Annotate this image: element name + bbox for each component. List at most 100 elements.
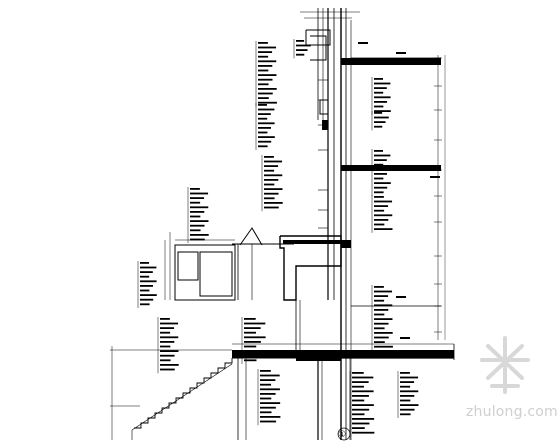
note-block-right (374, 125, 383, 128)
note-block-lower (244, 336, 266, 339)
note-block-far-left (140, 303, 150, 306)
note-block-lower (244, 345, 257, 348)
note-block-upper-right (374, 82, 391, 85)
note-block-mid-left (264, 206, 279, 209)
note-block-lower-right (374, 341, 385, 343)
note-block-parapet (296, 53, 305, 56)
bay-box (174, 244, 236, 301)
note-block-bottom (260, 420, 277, 423)
note-block-mid-left (264, 179, 279, 181)
note-block-lower (244, 331, 256, 334)
note-block-lower-right (374, 332, 393, 334)
note-block-upper-right (374, 101, 387, 103)
note-block-mid-right (374, 186, 388, 189)
note-block-bottom (260, 406, 276, 409)
note-block-parapet (296, 49, 308, 51)
section-linework (110, 8, 455, 441)
note-block-mid-right (374, 154, 391, 157)
note-block-lower-right (374, 286, 384, 288)
note-block-upper-left (258, 127, 271, 129)
window-opening (319, 99, 329, 115)
note-block-mid-right (374, 191, 384, 194)
note-block-lower (244, 327, 261, 329)
roof-gable (239, 227, 263, 246)
note-block-lower-right (374, 345, 393, 348)
note-block-top-left (258, 78, 273, 81)
note-block-left (190, 201, 201, 204)
note-block-bottom (260, 379, 276, 381)
note-block-lower-left (160, 341, 175, 343)
note-block-top-left (258, 55, 269, 58)
note-block-mid-left (264, 174, 283, 177)
note-block-lower-left (160, 345, 171, 348)
note-block-bottom-right (400, 390, 419, 393)
note-block-lower-right (374, 336, 389, 339)
note-block-bottom-mid (352, 413, 365, 416)
note-block-lower-right (374, 313, 385, 316)
note-block-mid-right (374, 150, 383, 152)
note-block-upper-right (374, 96, 391, 99)
note-block-lower-left (160, 318, 170, 320)
note-block-top-left (258, 51, 273, 53)
note-block-bottom-mid (352, 431, 375, 434)
floor-slab (341, 240, 351, 248)
note-block-top-left (258, 46, 277, 49)
note-block-mid-left (264, 188, 283, 190)
note-block-mid-left (264, 197, 275, 200)
parapet (305, 29, 331, 46)
note-block-bottom-right (400, 385, 411, 388)
note-block-bottom-right (400, 381, 415, 383)
stair-steps (134, 358, 233, 429)
note-block-lower-right (374, 309, 389, 311)
note-block-bottom (260, 397, 272, 400)
note-block-top-left (258, 101, 277, 104)
note-block-mid-right (374, 177, 384, 180)
note-block-lower-right (374, 327, 385, 330)
note-block-right-lower (374, 223, 385, 226)
dimension-value (358, 42, 368, 44)
note-block-far-left (140, 266, 157, 269)
note-block-bottom-right (400, 404, 419, 406)
note-block-left (190, 211, 205, 213)
note-block-lower-left (160, 331, 171, 334)
axis-marker-circle (337, 427, 351, 441)
note-block-top-left (258, 74, 277, 76)
note-block-bottom-mid (352, 376, 374, 379)
note-block-lower-right (374, 299, 385, 302)
note-block-parapet (296, 40, 305, 42)
note-block-mid-right (374, 182, 391, 184)
note-block-far-left (140, 262, 149, 264)
note-block-bottom (260, 383, 272, 386)
note-block-lower (244, 318, 256, 320)
parapet-detail (310, 35, 327, 61)
note-block-parapet (296, 44, 311, 47)
dimension-value (400, 337, 410, 339)
note-block-lower-left (160, 359, 171, 362)
floor-slab-top (341, 58, 441, 65)
watermark-text: zhulong.com (466, 404, 558, 420)
note-block-lower-left (160, 322, 179, 325)
note-block-lower-left (160, 336, 179, 339)
note-block-upper-left (258, 104, 267, 106)
note-block-upper-right (374, 110, 391, 112)
note-block-left (190, 238, 205, 241)
note-block-bottom-mid (352, 408, 370, 411)
note-block-left (190, 229, 201, 232)
note-block-left (190, 224, 205, 227)
note-block-lower-left (160, 364, 179, 366)
note-block-lower-right (374, 304, 393, 307)
note-block-upper-right (374, 105, 384, 108)
note-block-bottom-mid (352, 404, 374, 406)
dimension-value (396, 296, 406, 298)
note-block-lower-right (374, 295, 389, 297)
note-block-bottom (260, 393, 276, 395)
note-block-bottom-mid (352, 418, 375, 420)
note-block-left (190, 192, 209, 195)
canopy-profile (279, 235, 342, 301)
note-block-right (374, 112, 383, 114)
note-block-bottom-mid (352, 390, 374, 393)
note-block-upper-right (374, 78, 383, 80)
note-block-upper-left (258, 140, 272, 143)
note-block-top-left (258, 83, 269, 86)
